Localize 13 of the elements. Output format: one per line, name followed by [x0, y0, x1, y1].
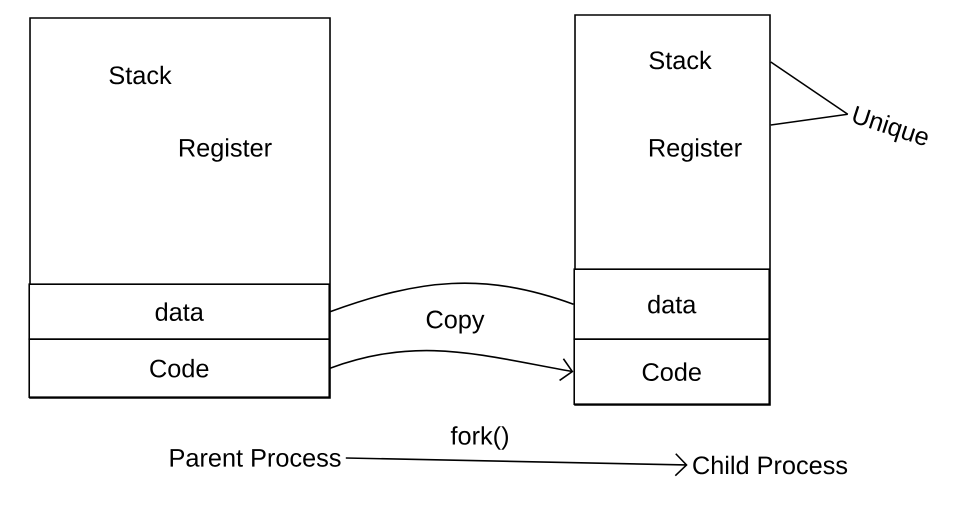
- memory-segment: data: [28, 283, 330, 340]
- process-label: Parent Process: [170, 449, 341, 467]
- memory-segment: Code: [28, 338, 330, 398]
- edge-label: fork(): [448, 424, 512, 452]
- leader-line: [770, 113, 848, 126]
- arrow: [346, 453, 688, 476]
- edge-label: Copy: [424, 308, 486, 336]
- memory-segment: Code: [573, 338, 770, 405]
- memory-segment: data: [573, 268, 770, 340]
- arrow: [330, 350, 574, 382]
- process-label: Child Process: [693, 456, 848, 474]
- annotation-text: Unique: [853, 106, 928, 146]
- leader-line: [770, 61, 848, 115]
